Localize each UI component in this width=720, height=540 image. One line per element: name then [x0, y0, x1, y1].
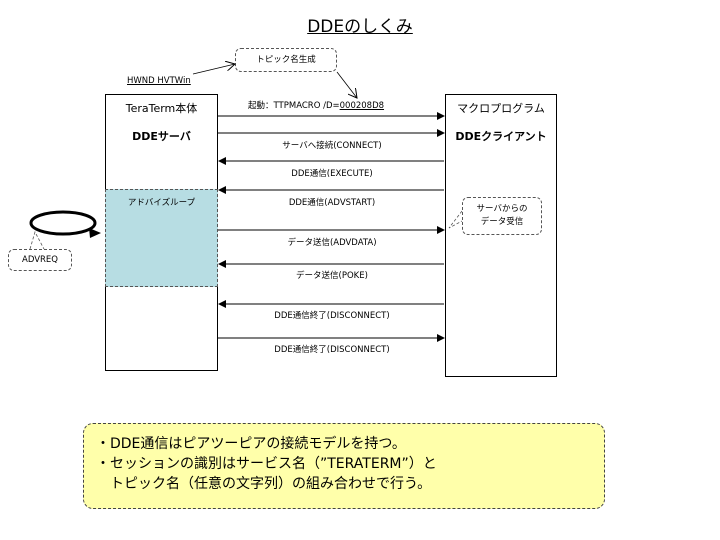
message-advdata: データ送信(ADVDATA): [287, 238, 377, 248]
message-disconnect-1: DDE通信終了(DISCONNECT): [274, 311, 390, 321]
ttpmacro-id: 000208D8: [339, 101, 385, 111]
ttpmacro-label: 起動：TTPMACRO /D=000208D8: [248, 99, 384, 111]
note-line-1: ・DDE通信はピアツーピアの接続モデルを持つ。: [96, 436, 406, 452]
advreq-loop-ellipse: [29, 210, 97, 236]
advise-loop-region: アドバイズループ: [105, 189, 218, 287]
note-line-2: ・セッションの識別はサービス名（”TERATERM”）と: [96, 456, 437, 472]
message-poke: データ送信(POKE): [296, 271, 368, 281]
client-title: マクロプログラム: [457, 102, 545, 115]
topic-callout: トピック名生成: [235, 48, 337, 72]
hwnd-label: HWND HVTWin: [127, 76, 191, 86]
message-connect: サーバへ接続(CONNECT): [282, 141, 382, 151]
message-advstart: DDE通信(ADVSTART): [288, 198, 376, 208]
ttpmacro-prefix: 起動：TTPMACRO /D=: [248, 101, 340, 111]
receive-callout-line2: データ受信: [480, 217, 524, 227]
advreq-loop-arrowhead: [89, 228, 101, 238]
advreq-callout: ADVREQ: [8, 249, 72, 271]
page-title: DDEのしくみ: [307, 17, 413, 37]
server-subtitle: DDEサーバ: [132, 130, 191, 143]
receive-callout-line1: サーバからの: [476, 204, 528, 214]
receive-callout: サーバからの データ受信: [462, 197, 542, 235]
summary-note: ・DDE通信はピアツーピアの接続モデルを持つ。 ・セッションの識別はサービス名（…: [83, 423, 605, 509]
message-disconnect-2: DDE通信終了(DISCONNECT): [274, 345, 390, 355]
hwnd-pointer: [192, 64, 235, 75]
advreq-callout-tail: [29, 230, 45, 250]
advise-loop-label: アドバイズループ: [127, 198, 196, 208]
message-execute: DDE通信(EXECUTE): [291, 169, 373, 179]
topic-pointer: [336, 71, 357, 98]
client-subtitle: DDEクライアント: [455, 130, 547, 143]
receive-callout-tail: [448, 210, 463, 229]
server-title: TeraTerm本体: [125, 102, 198, 115]
dde-client-box: マクロプログラム DDEクライアント: [445, 94, 557, 377]
note-line-3: トピック名（任意の文字列）の組み合わせで行う。: [110, 476, 432, 492]
